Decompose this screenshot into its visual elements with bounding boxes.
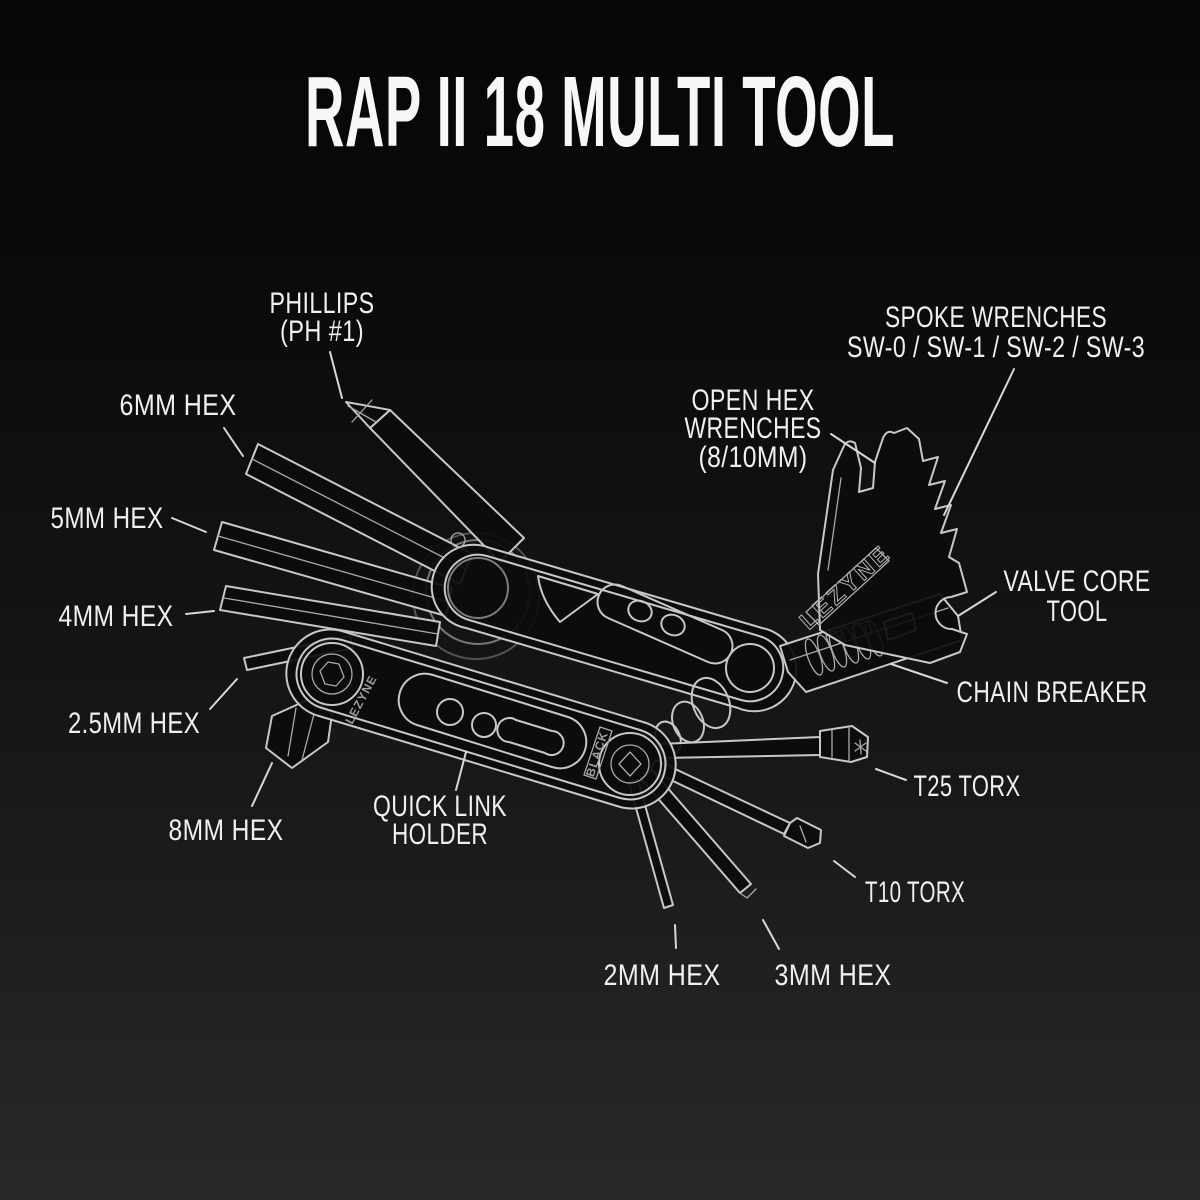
upper-arm-right-boss — [725, 643, 775, 693]
lower-arm-left-boss — [300, 642, 364, 706]
label-quick-link: QUICK LINK — [373, 790, 507, 823]
leader-3mm-hex — [762, 919, 780, 950]
label-spoke-wrenches: SPOKE WRENCHES — [885, 301, 1107, 334]
leader-2-5mm-hex — [209, 678, 238, 710]
square-socket-bolt — [618, 751, 642, 777]
lower-arm-right-boss — [598, 732, 662, 796]
torx-t25-star-tip — [854, 739, 867, 755]
upper-arm-triangle-cutout — [537, 575, 599, 623]
label-valve-core-tool: TOOL — [1047, 595, 1108, 628]
tool-illustration: LEZYNE LEZYNE BLACK — [213, 399, 968, 909]
label-open-hex-wrenches: WRENCHES — [685, 412, 822, 445]
leader-4mm-hex — [185, 610, 215, 615]
label-spoke-wrench-sizes: SW-0 / SW-1 / SW-2 / SW-3 — [847, 331, 1145, 364]
page-title: RAP II 18 MULTI TOOL — [305, 56, 895, 168]
quick-link-holder-panel — [397, 672, 588, 770]
label-open-hex: OPEN HEX — [692, 384, 815, 417]
upper-arm-pin-hole — [450, 532, 466, 548]
label-4mm-hex: 4MM HEX — [59, 600, 174, 633]
leader-quick-link — [455, 751, 467, 791]
label-open-hex-sizes: (8/10MM) — [699, 441, 808, 474]
label-8mm-hex: 8MM HEX — [169, 814, 284, 847]
torx-t25-bit — [659, 725, 869, 763]
leader-2mm-hex — [674, 924, 677, 949]
label-3mm-hex: 3MM HEX — [775, 959, 892, 992]
leader-phillips — [329, 351, 343, 399]
leader-5mm-hex — [171, 517, 207, 533]
quick-link-slot — [496, 717, 565, 756]
label-t10-torx: T10 TORX — [865, 876, 965, 909]
label-t25-torx: T25 TORX — [914, 770, 1021, 803]
label-5mm-hex: 5MM HEX — [51, 502, 164, 535]
leader-6mm-hex — [223, 427, 244, 457]
lezyne-engraving-panel — [805, 547, 890, 626]
leader-lines — [171, 351, 1015, 950]
label-2-5mm-hex: 2.5MM HEX — [68, 707, 200, 740]
quick-link-hole-1 — [436, 698, 464, 726]
black-edition-panel — [583, 726, 613, 780]
quick-link-hole-2 — [471, 712, 497, 738]
lower-arm-plate — [285, 628, 677, 810]
leader-spoke-wrenches — [943, 368, 1015, 516]
label-quick-link-holder: HOLDER — [392, 818, 488, 851]
upper-arm-left-boss — [447, 557, 509, 619]
label-6mm-hex: 6MM HEX — [120, 389, 237, 422]
leader-open-hex — [830, 433, 876, 464]
upper-arm-hole-2 — [660, 613, 686, 637]
label-chain-breaker: CHAIN BREAKER — [957, 676, 1148, 709]
phillips-driver — [345, 399, 525, 563]
upper-arm-slot — [596, 583, 734, 665]
spoke-wrench-head — [805, 427, 968, 664]
phillips-cross-tip — [347, 399, 377, 423]
callout-labels: PHILLIPS (PH #1) 6MM HEX 5MM HEX 4MM HEX… — [51, 287, 1151, 992]
label-phillips-size: (PH #1) — [280, 315, 364, 348]
label-2mm-hex: 2MM HEX — [604, 959, 721, 992]
hex-socket-bolt — [319, 661, 345, 687]
upper-arm-hole-1 — [627, 599, 653, 623]
leader-t10-torx — [833, 860, 856, 878]
leader-chain-breaker — [890, 663, 948, 684]
label-phillips: PHILLIPS — [270, 287, 375, 320]
leader-valve-core — [957, 591, 997, 617]
leader-8mm-hex — [251, 762, 273, 807]
label-valve-core: VALVE CORE — [1004, 565, 1151, 598]
spoke-head-inner-edge — [827, 477, 842, 571]
hex-key-4mm — [219, 585, 441, 647]
leader-t25-torx — [875, 768, 907, 781]
